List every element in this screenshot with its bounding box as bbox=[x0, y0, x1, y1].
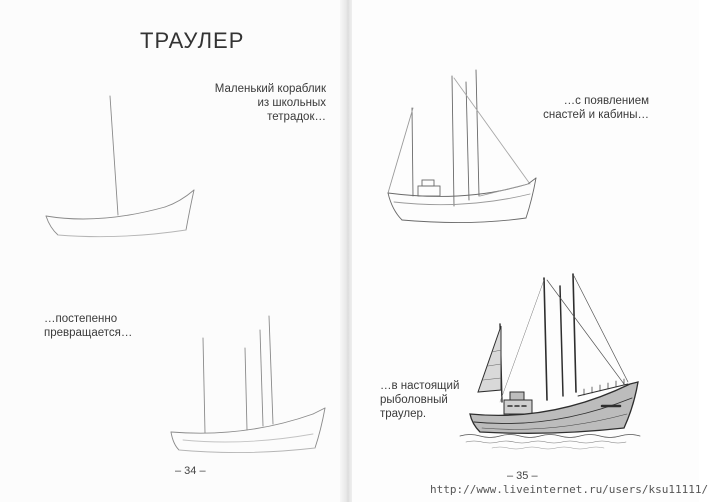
caption-line: рыболовный bbox=[380, 394, 448, 406]
watermark-url: http://www.liveinternet.ru/users/ksu1111… bbox=[430, 483, 708, 496]
caption-line: Маленький кораблик bbox=[214, 83, 326, 95]
caption-line: …с появлением bbox=[563, 95, 649, 107]
boat-sketch-stage-3 bbox=[387, 69, 537, 224]
caption-stage-2: …постепенно превращается… bbox=[44, 312, 184, 340]
page-number-left: – 34 – bbox=[175, 465, 206, 477]
trawler-drawing-final bbox=[459, 273, 641, 450]
caption-line: …постепенно bbox=[44, 313, 118, 325]
caption-stage-3: …с появлением снастей и кабины… bbox=[522, 94, 649, 122]
page-number-right: – 35 – bbox=[507, 470, 538, 482]
caption-stage-1: Маленький кораблик из школьных тетрадок… bbox=[196, 82, 326, 124]
caption-line: …в настоящий bbox=[380, 380, 460, 392]
caption-line: снастей и кабины… bbox=[543, 109, 649, 121]
boat-sketch-stage-2 bbox=[170, 315, 326, 454]
caption-line: из школьных bbox=[257, 97, 327, 109]
right-page: …с появлением снастей и кабины… …в насто… bbox=[352, 0, 699, 502]
page-title: ТРАУЛЕР bbox=[140, 28, 245, 53]
caption-line: тетрадок… bbox=[267, 111, 326, 123]
caption-stage-4: …в настоящий рыболовный траулер. bbox=[380, 379, 490, 421]
caption-line: траулер. bbox=[380, 408, 427, 420]
caption-line: превращается… bbox=[44, 327, 133, 339]
left-page: ТРАУЛЕР Маленький кораблик из школьных т… bbox=[0, 0, 346, 502]
boat-sketch-stage-1 bbox=[45, 95, 195, 238]
